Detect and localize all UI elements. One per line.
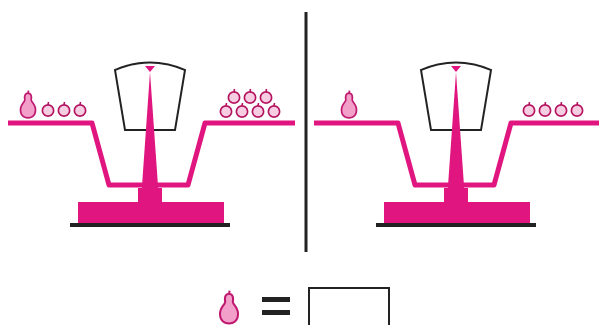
plum-icon	[555, 102, 566, 116]
plum-icon	[268, 103, 279, 117]
plum-icon	[58, 102, 69, 116]
equals-sign	[262, 297, 290, 315]
left-scale-left-pan	[21, 91, 86, 118]
left-scale-base	[70, 188, 230, 227]
plum-icon	[74, 102, 85, 116]
plum-icon	[244, 89, 255, 103]
plum-icon	[571, 102, 582, 116]
right-scale-left-pan	[342, 91, 357, 118]
right-scale-base	[376, 188, 536, 227]
right-balance-scale	[314, 63, 599, 228]
right-scale-right-pan	[523, 102, 582, 116]
pear-icon	[21, 91, 36, 118]
plum-icon	[260, 89, 271, 103]
plum-icon	[228, 89, 239, 103]
left-balance-scale	[8, 63, 295, 228]
right-scale-dial	[421, 63, 491, 201]
left-scale-right-pan	[220, 89, 279, 117]
plum-icon	[539, 102, 550, 116]
plum-icon	[252, 103, 263, 117]
plum-icon	[523, 102, 534, 116]
plum-icon	[42, 102, 53, 116]
pear-icon	[342, 91, 357, 118]
equation-row	[220, 291, 290, 324]
answer-box[interactable]	[308, 287, 390, 325]
left-scale-dial	[115, 63, 185, 201]
pear-icon	[220, 291, 238, 324]
plum-icon	[236, 103, 247, 117]
plum-icon	[220, 103, 231, 117]
